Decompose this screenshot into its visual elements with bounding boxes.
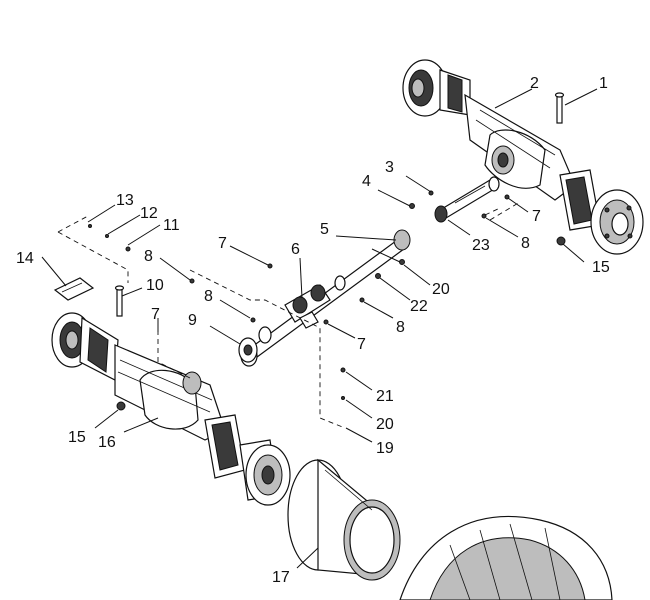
callout-10: 10 bbox=[146, 277, 164, 294]
callout-2: 2 bbox=[530, 75, 539, 92]
callout-8-mid: 8 bbox=[204, 288, 213, 305]
rear-axle-assembly bbox=[402, 59, 644, 255]
callout-7-front: 7 bbox=[151, 306, 160, 323]
callout-4: 4 bbox=[362, 173, 371, 190]
callout-14: 14 bbox=[16, 250, 34, 267]
callout-11: 11 bbox=[163, 217, 180, 234]
callout-23: 23 bbox=[472, 237, 490, 254]
front-axle-assembly bbox=[51, 312, 291, 506]
main-drive-shaft bbox=[240, 229, 411, 367]
callout-7-shaft: 7 bbox=[357, 336, 366, 353]
callout-8-left: 8 bbox=[144, 248, 153, 265]
callout-5: 5 bbox=[320, 221, 329, 238]
callout-20-lower: 20 bbox=[376, 416, 394, 433]
callout-19: 19 bbox=[376, 440, 394, 457]
flange-part-9 bbox=[238, 337, 258, 363]
callout-labels: 1 2 3 4 5 6 7 7 7 7 8 8 8 8 9 10 11 12 1… bbox=[16, 75, 610, 586]
callout-21: 21 bbox=[376, 388, 394, 405]
callout-1: 1 bbox=[599, 75, 608, 92]
callout-22: 22 bbox=[410, 298, 428, 315]
tire bbox=[399, 515, 613, 600]
leader-lines bbox=[41, 88, 598, 569]
label-plate-part-14 bbox=[53, 277, 95, 301]
callout-15-rear: 15 bbox=[592, 259, 610, 276]
callout-8-rear: 8 bbox=[521, 235, 530, 252]
callout-17: 17 bbox=[272, 569, 290, 586]
nut-part-15-front bbox=[116, 401, 126, 411]
assembly-dashed-lines bbox=[57, 201, 521, 429]
callout-8-shaft: 8 bbox=[396, 319, 405, 336]
wheel-rim-part-17 bbox=[287, 458, 401, 581]
nut-part-15-rear bbox=[556, 236, 566, 246]
callout-13: 13 bbox=[116, 192, 134, 209]
callout-15-front: 15 bbox=[68, 429, 86, 446]
callout-12: 12 bbox=[140, 205, 158, 222]
callout-20-upper: 20 bbox=[432, 281, 450, 298]
callout-16: 16 bbox=[98, 434, 116, 451]
bolt-part-10 bbox=[114, 285, 125, 317]
short-drive-shaft bbox=[434, 176, 500, 223]
callout-9: 9 bbox=[188, 312, 197, 329]
callout-7-rear: 7 bbox=[532, 208, 541, 225]
bolt-part-1 bbox=[554, 92, 565, 124]
callout-6: 6 bbox=[291, 241, 300, 258]
callout-7-upper: 7 bbox=[218, 235, 227, 252]
callout-3: 3 bbox=[385, 159, 394, 176]
